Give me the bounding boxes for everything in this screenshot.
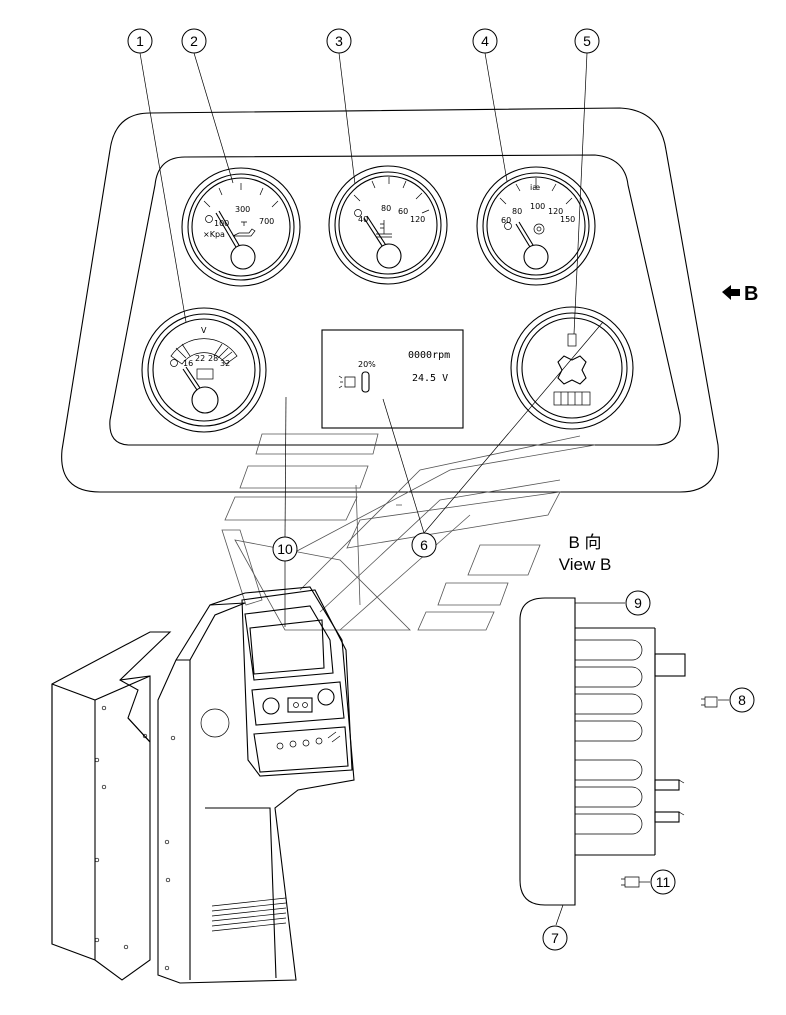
panel-inner-frame — [109, 154, 681, 446]
engine-icon — [338, 375, 356, 389]
indicator-lamp-icon — [354, 209, 362, 217]
speed-tick-150: 150 — [560, 215, 575, 224]
callout-11: 11 — [650, 869, 676, 895]
callout-label: 9 — [634, 595, 642, 611]
view-caption-line2: View B — [559, 555, 612, 574]
view-arrow-label: B — [744, 283, 758, 305]
temp-tick-80: 80 — [381, 204, 391, 213]
callout-6: 6 — [411, 532, 437, 558]
voltmeter-gauge: V 16 22 28 32 — [141, 307, 267, 433]
view-direction-arrow: B — [722, 283, 758, 305]
speed-top-label: iæ — [530, 183, 540, 192]
temp-tick-120: 120 — [410, 215, 425, 224]
callout-3: 3 — [326, 28, 352, 54]
callout-7: 7 — [542, 925, 568, 951]
oil-tick-300: 300 — [235, 205, 250, 214]
screw-icon — [701, 696, 718, 708]
temp-tick-40: 40 — [358, 215, 368, 224]
volt-tick-32: 32 — [220, 359, 230, 368]
needle-hub — [376, 243, 402, 269]
needle-hub — [523, 244, 549, 270]
oil-pressure-gauge: 100 300 700 ×Kpa — [181, 167, 301, 287]
callout-10: 10 — [272, 536, 298, 562]
callout-9: 9 — [625, 590, 651, 616]
perspective-guide-lines — [221, 433, 596, 631]
speed-tick-100: 100 — [530, 202, 545, 211]
lcd-percent: 20% — [358, 360, 376, 369]
callout-label: 7 — [551, 930, 559, 946]
callout-label: 2 — [190, 33, 198, 49]
callout-5: 5 — [574, 28, 600, 54]
indicator-lamp-icon — [205, 215, 213, 223]
callout-label: 6 — [420, 537, 428, 553]
thermometer-icon — [376, 220, 392, 238]
callout-8: 8 — [729, 687, 755, 713]
callout-label: 8 — [738, 692, 746, 708]
callout-label: 4 — [481, 33, 489, 49]
lcd-rpm: 0000rpm — [408, 350, 450, 361]
leader-lines — [139, 52, 729, 926]
speed-tick-80: 80 — [512, 207, 522, 216]
hourglass-icon — [567, 333, 577, 347]
callout-2: 2 — [181, 28, 207, 54]
console-switch-plate — [287, 697, 313, 713]
callout-4: 4 — [472, 28, 498, 54]
callout-label: 1 — [136, 33, 144, 49]
speed-tick-60: 60 — [501, 216, 511, 225]
volt-tick-22: 22 — [195, 354, 205, 363]
callout-label: 10 — [277, 541, 293, 557]
callout-1: 1 — [127, 28, 153, 54]
battery-icon — [196, 368, 214, 380]
speed-tick-120: 120 — [548, 207, 563, 216]
view-caption-line1: B 向 — [568, 533, 601, 552]
oil-unit: ×Kpa — [203, 230, 225, 239]
lcd-volt: 24.5 V — [412, 373, 448, 384]
needle-hub — [230, 244, 256, 270]
fuel-level-bar-icon — [361, 371, 370, 393]
volt-unit: V — [201, 326, 207, 335]
water-temperature-gauge: 40 80 60 120 — [328, 165, 448, 285]
panel-outer-frame — [61, 107, 719, 493]
callout-label: 11 — [656, 874, 671, 890]
volt-scale-arc — [170, 338, 238, 365]
clock-symbol-icon — [557, 355, 587, 385]
callout-label: 5 — [583, 33, 591, 49]
converter-temperature-gauge: iæ 60 80 100 120 150 — [476, 166, 596, 286]
screw-icon — [621, 876, 640, 888]
console-display-recess — [244, 605, 334, 681]
oil-tick-700: 700 — [259, 217, 274, 226]
needle-hub — [191, 386, 219, 414]
callout-label: 3 — [335, 33, 343, 49]
side-cabinet — [51, 631, 172, 981]
arrow-left-icon — [722, 285, 740, 300]
lcd-display: 20% 0000rpm 24.5 V — [321, 329, 464, 429]
hour-meter-gauge — [510, 306, 634, 430]
console-pedestal — [157, 586, 355, 984]
ignition-key-icon — [327, 731, 341, 743]
indicator-lamp-icon — [504, 222, 512, 230]
side-view-b — [519, 597, 718, 906]
oil-can-icon — [232, 221, 256, 237]
indicator-lamp-icon — [170, 359, 178, 367]
temp-tick-60: 60 — [398, 207, 408, 216]
volt-tick-28: 28 — [208, 354, 218, 363]
converter-icon — [533, 223, 545, 235]
console-side-port — [200, 708, 230, 738]
hour-counter — [553, 391, 591, 406]
volt-tick-16: 16 — [183, 359, 193, 368]
